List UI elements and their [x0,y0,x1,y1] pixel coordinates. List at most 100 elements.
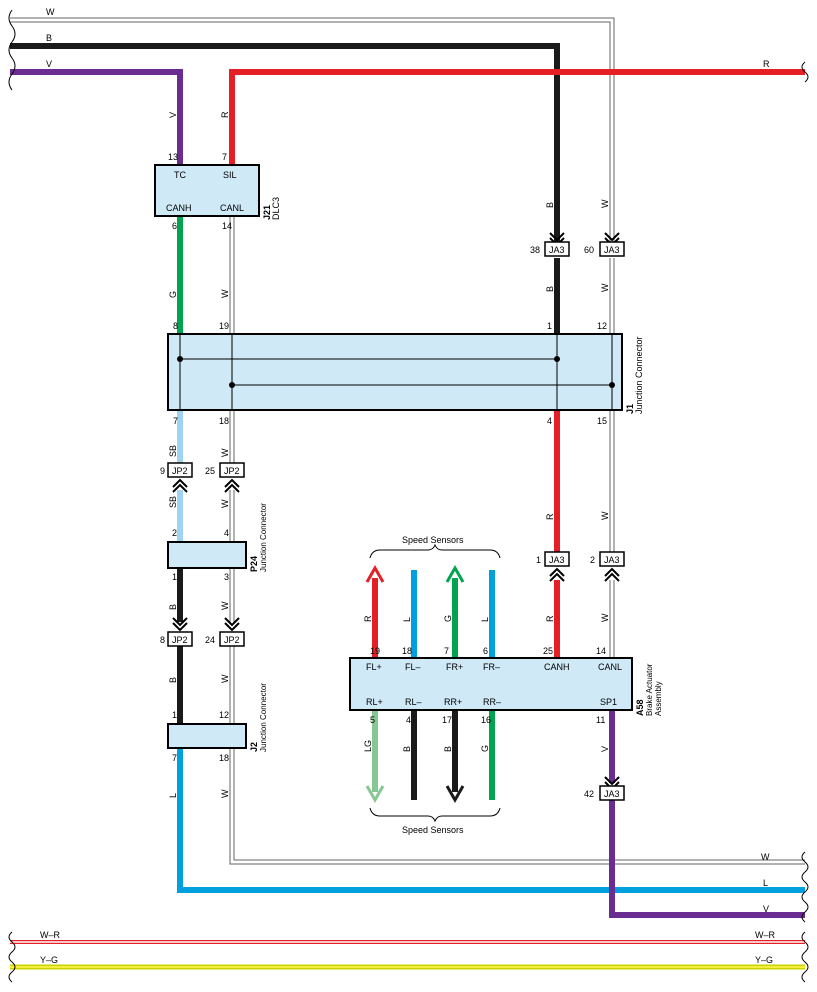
svg-text:W: W [220,601,230,610]
dlc3-id: J21 [262,205,272,220]
j2-junction-connector: 1 12 7 18 J2 Junction Connector [167,683,268,763]
svg-text:5: 5 [370,715,375,725]
wire-w-bottom [230,748,805,864]
a58-brake-actuator: 19 18 7 6 25 14 FL+ FL– FR+ FR– CANH CAN… [349,646,663,725]
speed-sensor-wires [365,564,495,804]
svg-text:CANH: CANH [544,662,570,672]
wire-label-v: V [46,59,52,69]
svg-text:R: R [545,513,555,520]
wire-label-b: B [46,33,52,43]
svg-text:J1: J1 [625,404,635,414]
svg-text:FR–: FR– [483,662,500,672]
svg-text:6: 6 [172,221,177,231]
svg-text:4: 4 [224,528,229,538]
svg-text:Speed Sensors: Speed Sensors [402,825,464,835]
svg-text:V: V [168,112,178,118]
speed-sensors-brace-top: Speed Sensors [369,535,501,559]
svg-text:LG: LG [363,740,373,752]
svg-text:19: 19 [370,646,380,656]
svg-text:4: 4 [547,416,552,426]
svg-text:25: 25 [205,466,215,476]
svg-text:V: V [763,904,769,914]
svg-text:W: W [600,283,610,292]
svg-text:12: 12 [597,321,607,331]
svg-text:8: 8 [173,321,178,331]
wire-label-w: W [46,7,55,17]
svg-text:R: R [220,111,230,118]
wire-label-r: R [763,59,770,69]
pin-tc: TC [174,170,186,180]
svg-text:Junction Connector: Junction Connector [259,503,268,572]
connector-jp2-24: JP2 24 [205,617,245,647]
svg-text:B: B [402,746,412,752]
svg-text:15: 15 [597,416,607,426]
svg-text:JA3: JA3 [549,555,565,565]
svg-text:V: V [600,746,610,752]
wire-r-top: R [229,59,805,165]
svg-text:14: 14 [222,221,232,231]
svg-text:1: 1 [172,572,177,582]
svg-text:G: G [480,745,490,752]
svg-text:13: 13 [168,152,178,162]
svg-text:Speed Sensors: Speed Sensors [402,535,464,545]
svg-text:Y–G: Y–G [40,955,58,965]
svg-text:R: R [363,615,373,622]
svg-text:CANL: CANL [598,662,622,672]
svg-text:JA3: JA3 [604,555,620,565]
wire-b-top: B [10,33,560,248]
svg-text:7: 7 [172,753,177,763]
svg-text:SP1: SP1 [600,697,617,707]
svg-text:L: L [763,878,768,888]
svg-text:60: 60 [584,245,594,255]
svg-text:25: 25 [543,646,553,656]
svg-text:FL–: FL– [405,662,421,672]
dlc3-name: DLC3 [271,197,281,220]
svg-text:Y–G: Y–G [755,955,773,965]
svg-text:B: B [545,202,555,208]
p24-junction-connector: 2 4 1 3 P24 Junction Connector [167,503,268,582]
svg-text:JA3: JA3 [549,245,565,255]
svg-text:G: G [443,615,453,622]
svg-text:7: 7 [222,152,227,162]
svg-text:SB: SB [168,445,178,457]
svg-text:W: W [220,289,230,298]
svg-text:6: 6 [483,646,488,656]
wire-w-top: W [10,7,615,248]
svg-text:B: B [168,604,178,610]
svg-text:9: 9 [160,466,165,476]
svg-text:1: 1 [172,710,177,720]
svg-text:JP2: JP2 [172,635,188,645]
svg-text:G: G [168,291,178,298]
svg-text:W–R: W–R [755,930,776,940]
connector-ja3-38: JA3 38 [530,232,570,257]
svg-text:18: 18 [219,753,229,763]
svg-text:P24: P24 [249,556,259,572]
svg-text:W: W [600,511,610,520]
svg-text:FL+: FL+ [366,662,382,672]
svg-text:11: 11 [596,715,605,725]
svg-text:14: 14 [596,646,606,656]
svg-text:19: 19 [219,321,229,331]
svg-text:L: L [480,617,490,622]
svg-text:12: 12 [219,710,229,720]
connector-jp2-25: JP2 25 [205,462,245,493]
svg-text:L: L [402,617,412,622]
svg-text:SB: SB [168,496,178,508]
svg-text:1: 1 [547,321,552,331]
svg-text:RL+: RL+ [366,697,383,707]
svg-text:Assembly: Assembly [654,681,663,716]
svg-text:Junction Connector: Junction Connector [634,336,644,414]
pin-canh: CANH [166,203,192,213]
wire-v-bottom [609,800,805,918]
connector-jp2-8: JP2 8 [160,617,193,647]
wire-l-bottom [177,748,805,893]
wire-labels: V R G W B W B W SB W SB W B W B W L W R … [40,111,776,965]
svg-text:2: 2 [172,528,177,538]
connector-ja3-42: JA3 42 [584,776,625,801]
svg-text:18: 18 [402,646,412,656]
svg-text:B: B [545,286,555,292]
svg-text:W: W [220,674,230,683]
svg-text:RR–: RR– [483,697,501,707]
svg-text:16: 16 [481,715,491,725]
svg-text:JA3: JA3 [604,789,620,799]
